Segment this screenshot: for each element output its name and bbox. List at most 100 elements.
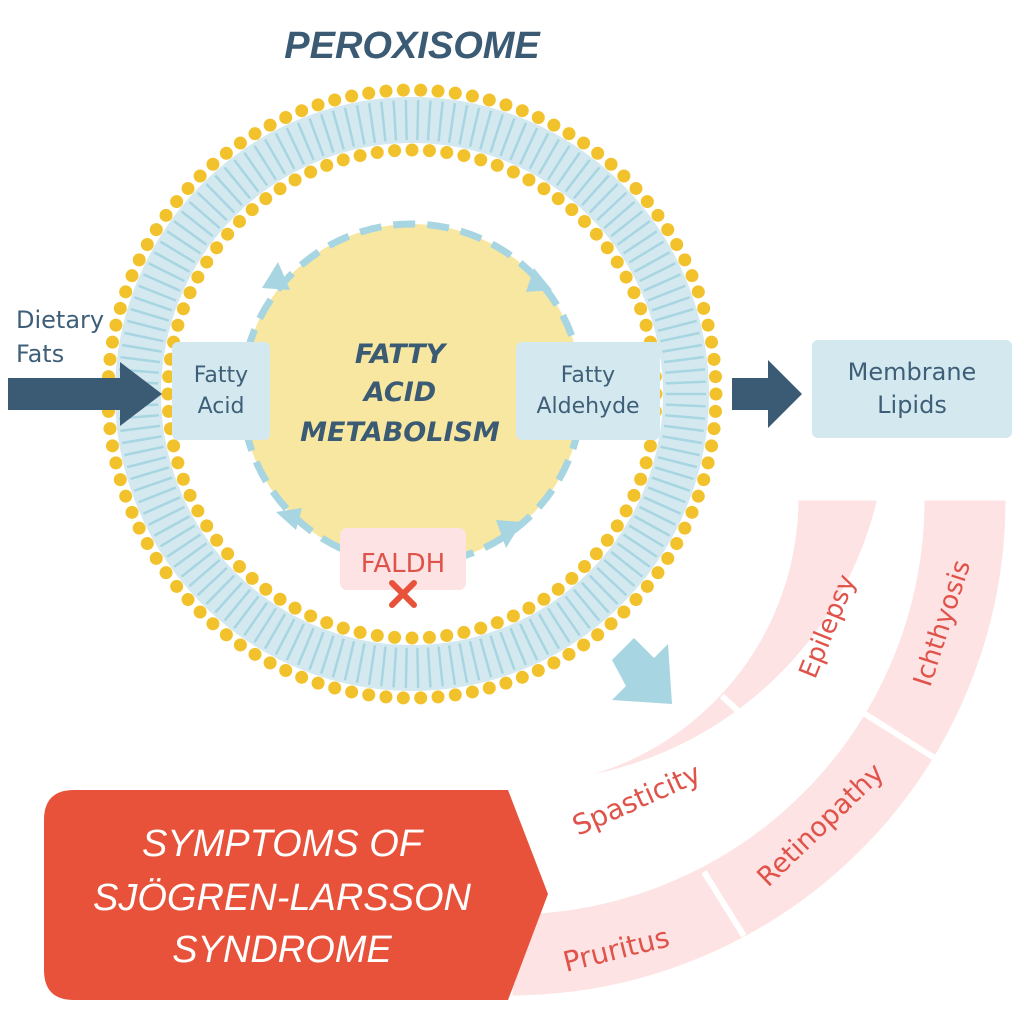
membrane-dot	[336, 621, 350, 635]
membrane-dot	[705, 439, 719, 453]
membrane-stripe	[319, 114, 335, 153]
membrane-dot	[629, 593, 643, 607]
membrane-dot	[547, 656, 561, 670]
membrane-dot	[551, 192, 565, 206]
membrane-dot	[591, 146, 605, 160]
membrane-dot	[311, 676, 325, 690]
membrane-stripe	[489, 114, 505, 153]
membrane-dot	[448, 86, 462, 100]
membrane-stripe	[633, 251, 671, 273]
membrane-dot	[661, 551, 675, 565]
membrane-stripe	[133, 476, 173, 492]
membrane-dot	[362, 86, 376, 100]
membrane-stripe	[638, 262, 676, 283]
membrane-dot	[565, 571, 579, 585]
membrane-dot	[206, 617, 220, 631]
membrane-dot	[193, 169, 207, 183]
membrane-dot	[537, 182, 551, 196]
symptom-arcs	[507, 495, 1011, 1001]
membrane-dot	[119, 285, 133, 299]
membrane-dot	[345, 685, 359, 699]
fatty-acid-label-line1: Fatty	[194, 363, 248, 388]
membrane-dot	[482, 93, 496, 107]
membrane-dot	[604, 617, 618, 631]
membrane-stripe	[331, 638, 345, 678]
membrane-dot	[474, 621, 488, 635]
membrane-dot	[522, 601, 536, 615]
membrane-dot	[610, 519, 624, 533]
membrane-stripe	[416, 100, 420, 141]
membrane-dot	[181, 593, 195, 607]
membrane-dot	[651, 208, 665, 222]
blocked-x-icon	[389, 580, 417, 608]
membrane-stripe	[159, 240, 196, 264]
membrane-dot	[440, 629, 454, 643]
membrane-dot	[448, 688, 462, 702]
membrane-dot	[353, 625, 367, 639]
membrane-dot	[232, 560, 246, 574]
symptoms-header-box	[44, 790, 548, 1000]
membrane-stripe	[657, 319, 698, 333]
membrane-stripe	[124, 331, 164, 343]
membrane-dot	[388, 630, 402, 644]
membrane-dot	[640, 579, 654, 593]
membrane-stripe	[223, 588, 252, 622]
membrane-dot	[119, 489, 133, 503]
membrane-dot	[219, 146, 233, 160]
membrane-dot	[304, 165, 318, 179]
membrane-stripe	[130, 307, 170, 322]
membrane-stripe	[572, 588, 601, 622]
membrane-dot	[259, 192, 273, 206]
membrane-dot	[200, 519, 214, 533]
membrane-dot	[643, 439, 657, 453]
membrane-dot	[629, 181, 643, 195]
membrane-stripe	[528, 132, 550, 170]
membrane-dot	[617, 169, 631, 183]
membrane-dot	[506, 609, 520, 623]
membrane-dot	[248, 127, 262, 141]
membrane-stripe	[499, 118, 516, 157]
membrane-dot	[170, 195, 184, 209]
membrane-dot	[474, 153, 488, 167]
membrane-dot	[149, 223, 163, 237]
membrane-stripe	[489, 635, 505, 674]
membrane-stripe	[392, 100, 398, 141]
membrane-dot	[191, 270, 205, 284]
diagram-title: PEROXISOME	[284, 25, 541, 67]
membrane-dot	[685, 505, 699, 519]
membrane-dot	[705, 335, 719, 349]
membrane-dot	[232, 214, 246, 228]
membrane-stripe	[437, 646, 444, 687]
cycle-arrowhead-top-left	[262, 262, 290, 290]
membrane-stripe	[628, 524, 665, 548]
membrane-dot	[320, 158, 334, 172]
membrane-dot	[465, 685, 479, 699]
membrane-stripe	[547, 607, 571, 643]
membrane-stripe	[596, 191, 628, 222]
membrane-dot	[233, 136, 247, 150]
membrane-stripe	[243, 601, 269, 637]
membrane-dot	[701, 456, 715, 470]
membrane-dot	[670, 238, 684, 252]
arc-divider-outer	[860, 709, 946, 767]
membrane-dot	[125, 269, 139, 283]
membrane-stripe	[499, 631, 516, 670]
membrane-stripe	[654, 466, 694, 481]
membrane-stripe	[555, 601, 581, 637]
membrane-stripe	[665, 368, 706, 374]
membrane-stripe	[130, 466, 170, 481]
membrane-stripe	[120, 424, 161, 433]
membrane-dot	[273, 182, 287, 196]
metabolism-label-line3: METABOLISM	[300, 417, 500, 448]
membrane-stripe	[564, 595, 591, 629]
membrane-stripe	[205, 183, 236, 214]
membrane-stripe	[285, 623, 305, 661]
membrane-dot	[691, 489, 705, 503]
membrane-stripe	[274, 618, 296, 656]
membrane-stripe	[643, 273, 682, 292]
membrane-stripe	[638, 505, 676, 526]
membrane-dot	[578, 214, 592, 228]
symptoms-arrow	[612, 638, 672, 704]
membrane-stripe	[654, 307, 694, 322]
membrane-stripe	[665, 414, 706, 420]
